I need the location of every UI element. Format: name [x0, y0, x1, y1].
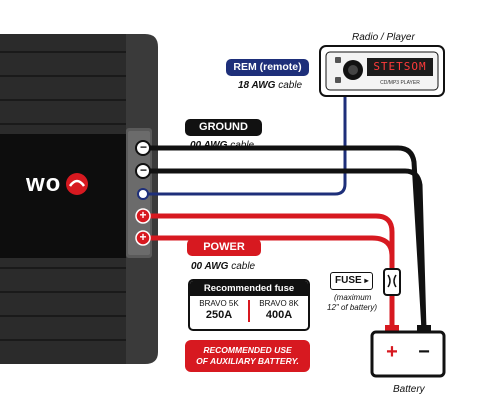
- fuse-label: FUSE ▸: [330, 272, 374, 290]
- amplifier: [0, 34, 158, 364]
- rem-label: REM (remote): [226, 59, 309, 76]
- radio-brand: CD/MP3 PLAYER: [380, 80, 420, 86]
- battery-caption: Battery: [393, 384, 425, 395]
- power-label: POWER: [187, 239, 261, 256]
- battery: [370, 330, 446, 378]
- rem-gauge: 18 AWG: [238, 80, 276, 91]
- power-unit: cable: [231, 261, 256, 272]
- fuse: [383, 268, 401, 296]
- ground-unit: cable: [230, 140, 255, 151]
- power-gauge: 00 AWG: [191, 261, 229, 272]
- terminal-power-1: [135, 208, 151, 224]
- recommended-fuse-box: Recommended fuse BRAVO 5K 250A BRAVO 8K …: [188, 279, 310, 331]
- terminal-power-2: [135, 230, 151, 246]
- radio-display: STETSOM: [373, 60, 427, 73]
- ground-label: GROUND: [185, 119, 262, 136]
- fuse-right-model: BRAVO 8K: [259, 299, 299, 308]
- terminal-ground-2: [135, 163, 151, 179]
- fuse-left-value: 250A: [205, 309, 233, 321]
- ground-wire: [143, 145, 427, 331]
- auxiliary-battery-note: RECOMMENDED USE OF AUXILIARY BATTERY.: [185, 340, 310, 372]
- amp-logo-text: wo: [26, 170, 62, 197]
- terminal-plus-label-2: +: [139, 230, 147, 244]
- radio-unit: [319, 45, 445, 97]
- ground-gauge: 00 AWG: [190, 140, 228, 151]
- power-gauge-caption: 00 AWG cable: [191, 261, 255, 272]
- rem-unit: cable: [278, 80, 303, 91]
- terminal-remote: [137, 188, 149, 200]
- fuse-note-line2: 12" of battery): [327, 303, 377, 312]
- fuse-left-model: BRAVO 5K: [199, 299, 239, 308]
- terminal-minus-label-1: −: [139, 140, 147, 154]
- power-wire: [143, 213, 395, 330]
- terminal-ground-1: [135, 140, 151, 156]
- terminal-minus-label-2: −: [139, 163, 147, 177]
- radio-caption: Radio / Player: [352, 32, 415, 43]
- aux-note-line1: RECOMMENDED USE: [203, 345, 292, 355]
- recommended-fuse-title: Recommended fuse: [190, 281, 308, 296]
- remote-wire: [143, 92, 347, 196]
- battery-plus: +: [386, 341, 398, 363]
- ground-gauge-caption: 00 AWG cable: [190, 140, 254, 151]
- aux-note-line2: OF AUXILIARY BATTERY.: [196, 356, 299, 366]
- fuse-note-line1: (maximum: [334, 293, 372, 302]
- fuse-box-divider: [248, 300, 250, 322]
- rem-gauge-caption: 18 AWG cable: [238, 80, 302, 91]
- fuse-right-value: 400A: [265, 309, 293, 321]
- battery-minus: −: [418, 341, 430, 363]
- terminal-plus-label-1: +: [139, 208, 147, 222]
- fuse-label-text: FUSE: [335, 275, 362, 286]
- fuse-arrow-icon: ▸: [364, 276, 369, 285]
- stetsom-logo-mark: [66, 173, 88, 195]
